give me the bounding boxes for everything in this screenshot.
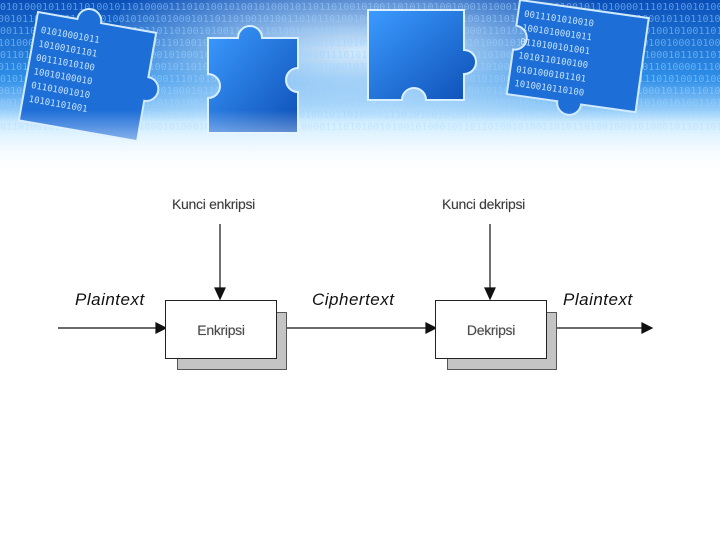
decrypt-box: Dekripsi [435, 300, 547, 359]
encrypt-box-label: Enkripsi [197, 321, 245, 338]
puzzle-piece-3 [367, 9, 477, 101]
binary-row: 1010110100100010100010110110100101101000… [0, 62, 720, 73]
binary-row: 0011101010010100101000101101101001010011… [0, 26, 720, 37]
ciphertext-label: Ciphertext [312, 290, 395, 309]
encrypt-box: Enkripsi [165, 300, 277, 359]
plaintext-input-label: Plaintext [75, 290, 145, 309]
plaintext-output-label: Plaintext [563, 290, 633, 309]
puzzle-piece-2 [207, 25, 299, 134]
puzzle-piece-4: 00111010100101001010001011 0110100101001… [505, 0, 650, 116]
binary-row: 1010010110100001110101001010010100010110… [0, 86, 720, 97]
binary-row: 1010010110100001110101001010010100010110… [0, 14, 720, 25]
key-decrypt-label: Kunci dekripsi [442, 196, 525, 212]
binary-row: 0110100101001101011010010001010001011011… [0, 50, 720, 61]
key-encrypt-label: Kunci enkripsi [172, 196, 255, 212]
decrypt-box-label: Dekripsi [466, 321, 516, 338]
binary-row: 0101000101101101001011010000111010100101… [0, 74, 720, 85]
puzzle-banner: 0101000101101101001011010000111010100101… [0, 0, 720, 175]
binary-row: 1001010001011011010010100110101101001000… [0, 38, 720, 49]
binary-row: 0101000101101101001011010000111010100101… [0, 2, 720, 13]
binary-row: 0011101010010100101000101101101001010011… [0, 98, 720, 109]
